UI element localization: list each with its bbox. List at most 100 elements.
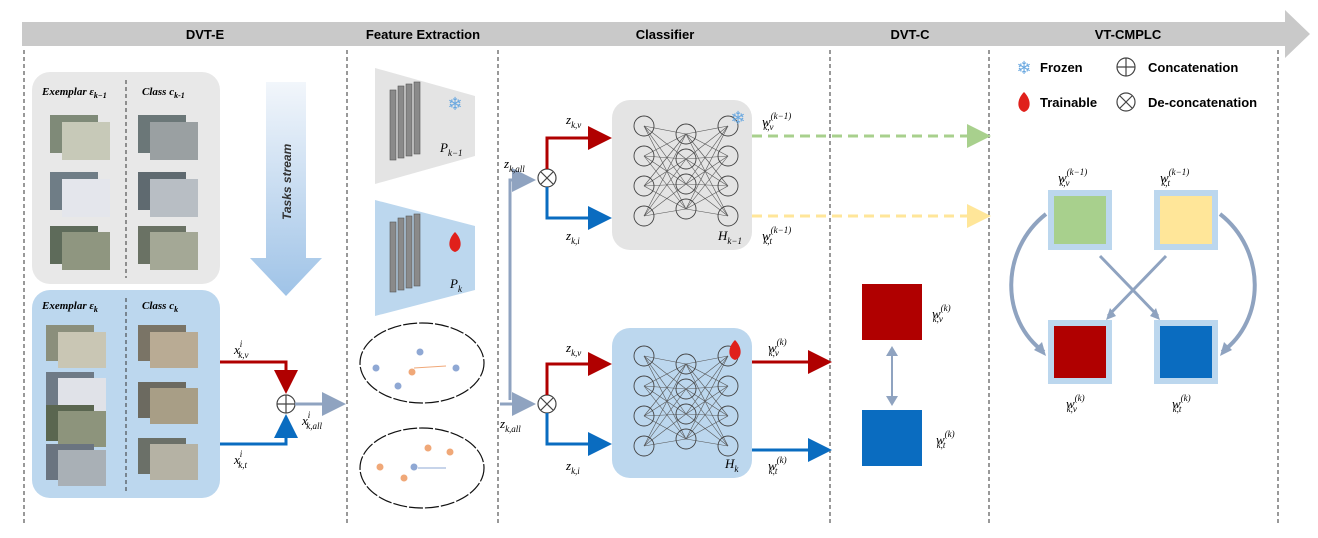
nn-edge [685,415,729,440]
nn-node [675,403,697,425]
z-ki-upper-label: zk,i [565,228,580,246]
nn-node [675,353,697,375]
nn-edge [643,158,687,187]
nn-edge [643,133,687,157]
nn-edge [685,183,729,187]
neural-network-current [633,345,739,457]
legend-frozen-icon: ❄ [1016,58,1031,78]
nn-node [675,173,697,195]
nn-edge [643,185,687,210]
header-feature-extraction: Feature Extraction [366,27,480,42]
z-ki-arrow-upper [545,187,612,230]
z-ki-lower-label: zk,i [565,458,580,476]
header-dvt-e: DVT-E [186,27,225,42]
nn-edge [685,155,729,210]
nn-edge [685,125,729,185]
nn-edge [643,415,687,440]
nn-edge [643,155,687,185]
nn-edge [685,133,729,157]
w-kt-cur-label: w(k)k,t [768,455,787,476]
exemplar-prev-label: Exemplar εk−1 [41,86,107,100]
nn-edge [643,355,687,390]
w-kv-cur-label: w(k)k,v [768,337,787,358]
nn-node [717,405,739,427]
w-kv-prev-square [1054,196,1106,244]
previous-task-thumbnails [50,115,198,270]
dvt-c-align-arrow [886,346,898,406]
vt-w-kt-prev-label: w(k−1)k,t [1160,167,1189,188]
tactile-feature-arrow [220,414,298,446]
nn-edge [685,355,729,415]
frozen-snowflake-icon: ❄ [447,94,462,114]
w-kv-cur-vt-square [1054,326,1106,378]
nn-edge [685,158,729,217]
trainable-flame-icon [449,232,461,252]
tactile-feature-cloud [359,427,485,509]
nn-edge [685,355,729,390]
nn-edge [685,133,729,187]
class-cur-label: Class ck [142,300,178,314]
nn-edge [685,355,729,440]
nn-edge [685,133,729,217]
legend: ❄ Frozen Trainable Concatenation De-conc… [1016,57,1257,112]
neural-network-previous [633,115,739,227]
nn-edge [685,385,729,415]
nn-edge [643,363,687,447]
nn-edge [643,355,687,365]
nn-edge [643,413,687,447]
legend-concatenation-icon [1116,57,1136,77]
vt-w-kv-cur-label: w(k)k,v [1066,393,1085,414]
nn-node [717,145,739,167]
visual-feature-cloud [359,322,485,404]
nn-node [633,435,655,457]
classifier-frozen-icon: ❄ [730,108,745,128]
tasks-stream-label: Tasks stream [280,143,294,220]
nn-edge [685,413,729,417]
nn-edge [685,363,729,387]
nn-node [633,205,655,227]
legend-deconcatenation-icon [1116,92,1136,112]
nn-node [717,435,739,457]
nn-node [717,205,739,227]
p-prev-label: Pk−1 [439,140,463,158]
nn-node [633,405,655,427]
legend-concatenation-label: Concatenation [1148,60,1238,75]
nn-edge [685,208,729,217]
nn-edge [643,355,687,440]
feature-extractor-previous [375,68,475,184]
z-kall-upper-connector [508,168,536,400]
nn-node [717,375,739,397]
nn-edge [685,125,729,210]
nn-node [675,428,697,450]
w-kt-cur-square [862,410,922,466]
z-kall-lower-label: zk,all [499,416,521,434]
nn-edge [643,385,687,390]
h-prev-label: Hk−1 [717,228,742,246]
z-kall-upper-label: zk,all [503,156,525,174]
nn-edge [685,413,729,447]
nn-edge [643,355,687,415]
concatenation-icon [276,394,296,414]
header-vt-cmplc: VT-CMPLC [1095,27,1162,42]
nn-edge [685,155,729,160]
z-kv-arrow-lower [545,352,612,395]
z-kv-arrow-upper [545,126,612,169]
nn-node [633,375,655,397]
nn-edge [643,385,687,440]
nn-edge [685,363,729,447]
w-kv-cur-square [862,284,922,340]
classifier-trainable-icon [729,340,741,360]
nn-edge [643,363,687,387]
visual-feature-arrow [220,360,298,394]
deconcatenation-icon-lower [537,394,557,414]
nn-edge [643,125,687,210]
class-prev-label: Class ck-1 [142,86,185,100]
legend-trainable-label: Trainable [1040,95,1097,110]
w-kt-prev-label: w(k−1)k,t [762,225,791,246]
nn-edge [643,155,687,160]
nn-edge [643,438,687,447]
nn-edge [643,183,687,187]
nn-edge [643,363,687,417]
nn-node [717,115,739,137]
nn-node [675,198,697,220]
